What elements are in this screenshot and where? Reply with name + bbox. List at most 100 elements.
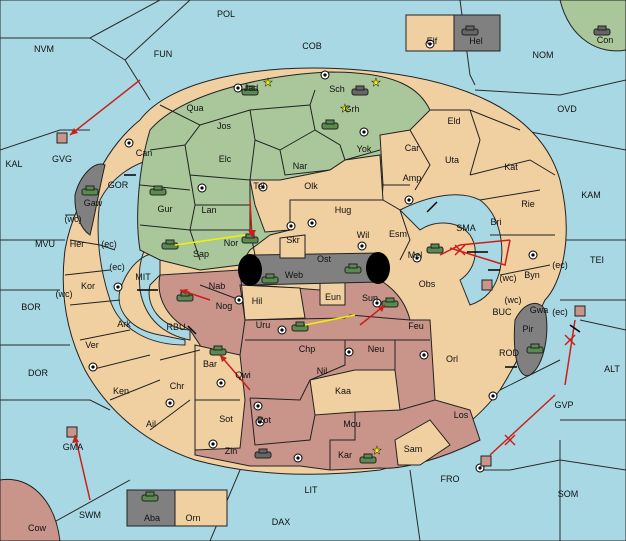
region-label-swm[interactable]: SWM bbox=[79, 510, 101, 520]
dislodged-unit-icon[interactable] bbox=[481, 279, 493, 291]
region-label-kat[interactable]: Kat bbox=[504, 162, 518, 172]
region-label-wil[interactable]: Wil bbox=[357, 230, 370, 240]
region-label-sam[interactable]: Sam bbox=[404, 444, 423, 454]
dislodged-unit-icon[interactable] bbox=[66, 426, 78, 438]
region-label-buc[interactable]: BUC bbox=[492, 307, 512, 317]
tank-icon[interactable] bbox=[209, 345, 227, 356]
region-label-orl[interactable]: Orl bbox=[446, 354, 458, 364]
region-label-fun[interactable]: FUN bbox=[154, 49, 173, 59]
tank-icon[interactable] bbox=[321, 119, 339, 130]
region-label-car[interactable]: Car bbox=[405, 143, 420, 153]
region-label-nab[interactable]: Nab bbox=[209, 281, 226, 291]
region-label-byn[interactable]: Byn bbox=[524, 270, 540, 280]
region-label-yok[interactable]: Yok bbox=[357, 144, 372, 154]
region-label-mvu[interactable]: MVU bbox=[35, 239, 55, 249]
region-label-lan[interactable]: Lan bbox=[201, 205, 216, 215]
region-label-qua[interactable]: Qua bbox=[186, 103, 203, 113]
region-label-con[interactable]: Con bbox=[597, 35, 614, 45]
region-label-mel[interactable]: Mel bbox=[408, 250, 423, 260]
region-label-orn[interactable]: Orn bbox=[185, 513, 200, 523]
dislodged-unit-icon[interactable] bbox=[56, 132, 68, 144]
region-label-hug[interactable]: Hug bbox=[335, 205, 352, 215]
tank-icon[interactable] bbox=[291, 321, 309, 332]
region-label-rot[interactable]: Rot bbox=[257, 415, 272, 425]
tank-icon[interactable] bbox=[526, 343, 544, 354]
region-label-can[interactable]: Can bbox=[136, 148, 153, 158]
region-label-uta[interactable]: Uta bbox=[445, 155, 459, 165]
region-label-jad[interactable]: Jad bbox=[244, 83, 259, 93]
region-label-esm[interactable]: Esm bbox=[389, 229, 407, 239]
ship-icon[interactable] bbox=[351, 85, 369, 96]
region-label-gma[interactable]: GMA bbox=[63, 442, 84, 452]
tank-icon[interactable] bbox=[241, 85, 259, 96]
tank-icon[interactable] bbox=[161, 239, 179, 250]
region-label-ovd[interactable]: OVD bbox=[557, 104, 577, 114]
region-label-nor[interactable]: Nor bbox=[224, 238, 239, 248]
region-label-bar[interactable]: Bar bbox=[203, 359, 217, 369]
region-label-cow[interactable]: Cow bbox=[28, 523, 47, 533]
ship-icon[interactable] bbox=[254, 448, 272, 459]
region-label-rbu[interactable]: RBU bbox=[166, 322, 185, 332]
region-label-her[interactable]: Her bbox=[70, 239, 85, 249]
region-label-feu[interactable]: Feu bbox=[408, 321, 424, 331]
region-label-lit[interactable]: LIT bbox=[304, 485, 318, 495]
region-label-sot[interactable]: Sot bbox=[219, 414, 233, 424]
region-label-kam[interactable]: KAM bbox=[581, 190, 601, 200]
ship-icon[interactable] bbox=[593, 25, 611, 36]
region-label-ail[interactable]: Ail bbox=[146, 419, 156, 429]
region-label-fro[interactable]: FRO bbox=[441, 474, 460, 484]
tank-icon[interactable] bbox=[149, 185, 167, 196]
region-label-sch[interactable]: Sch bbox=[329, 84, 345, 94]
ship-icon[interactable] bbox=[461, 25, 479, 36]
region-label-qwi[interactable]: Qwi bbox=[235, 370, 251, 380]
region-label-nog[interactable]: Nog bbox=[216, 301, 233, 311]
region-label-hil[interactable]: Hil bbox=[252, 296, 263, 306]
region-label-eld[interactable]: Eld bbox=[447, 116, 460, 126]
region-label-kar[interactable]: Kar bbox=[338, 450, 352, 460]
region-label-nom[interactable]: NOM bbox=[533, 50, 554, 60]
region-label-gaw[interactable]: Gaw bbox=[84, 198, 103, 208]
region-label-pol[interactable]: POL bbox=[217, 9, 235, 19]
region-label-elf[interactable]: Elf bbox=[427, 36, 438, 46]
region-label-web[interactable]: Web bbox=[285, 270, 303, 280]
region-label-ken[interactable]: Ken bbox=[113, 386, 129, 396]
region-label-dax[interactable]: DAX bbox=[272, 517, 291, 527]
region-label-chr[interactable]: Chr bbox=[170, 381, 185, 391]
region-label-sun[interactable]: Sun bbox=[362, 293, 378, 303]
region-label-gur[interactable]: Gur bbox=[157, 204, 172, 214]
dislodged-unit-icon[interactable] bbox=[574, 305, 586, 317]
region-label-bri[interactable]: Bri bbox=[491, 217, 502, 227]
region-label-los[interactable]: Los bbox=[454, 410, 469, 420]
dislodged-unit-icon[interactable] bbox=[480, 455, 492, 467]
region-label-grh[interactable]: Grh bbox=[344, 104, 359, 114]
region-label-ver[interactable]: Ver bbox=[85, 340, 99, 350]
region-label-dor[interactable]: DOR bbox=[28, 368, 49, 378]
region-label-nvm[interactable]: NVM bbox=[34, 44, 54, 54]
region-label-mou[interactable]: Mou bbox=[343, 419, 361, 429]
region-label-gor[interactable]: GOR bbox=[108, 180, 129, 190]
region-label-bor[interactable]: BOR bbox=[21, 302, 41, 312]
region-label-zin[interactable]: Zin bbox=[225, 446, 238, 456]
region-label-nil[interactable]: Nil bbox=[317, 366, 328, 376]
region-label-ark[interactable]: Ark bbox=[117, 319, 131, 329]
region-label-sap[interactable]: Sap bbox=[193, 249, 209, 259]
region-label-nar[interactable]: Nar bbox=[293, 161, 308, 171]
region-label-alt[interactable]: ALT bbox=[604, 364, 620, 374]
region-label-kaa[interactable]: Kaa bbox=[335, 386, 351, 396]
region-label-obs[interactable]: Obs bbox=[419, 279, 436, 289]
region-label-elc[interactable]: Elc bbox=[219, 154, 232, 164]
region-label-skr[interactable]: Skr bbox=[286, 235, 300, 245]
tank-icon[interactable] bbox=[426, 243, 444, 254]
region-label-ost[interactable]: Ost bbox=[317, 254, 332, 264]
region-label-kor[interactable]: Kor bbox=[81, 281, 95, 291]
tank-icon[interactable] bbox=[344, 263, 362, 274]
tank-icon[interactable] bbox=[81, 185, 99, 196]
region-label-neu[interactable]: Neu bbox=[368, 344, 385, 354]
region-label-pir[interactable]: Pir bbox=[523, 324, 534, 334]
region-label-chp[interactable]: Chp bbox=[299, 344, 316, 354]
tank-icon[interactable] bbox=[381, 297, 399, 308]
region-label-mit[interactable]: MIT bbox=[135, 272, 151, 282]
region-label-kal[interactable]: KAL bbox=[5, 159, 22, 169]
region-label-gwa[interactable]: Gwa bbox=[530, 305, 549, 315]
region-label-gvg[interactable]: GVG bbox=[52, 154, 72, 164]
